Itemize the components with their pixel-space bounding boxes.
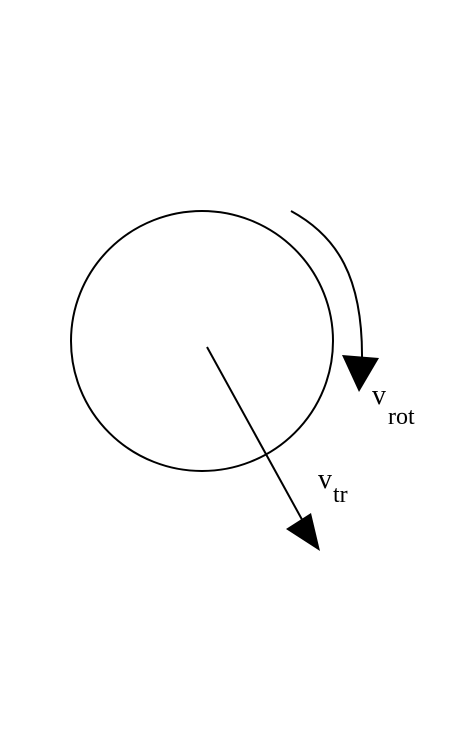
v-rot-symbol: v bbox=[372, 380, 386, 411]
translation-arrow-shaft bbox=[206, 346, 306, 526]
wheel-circle bbox=[70, 210, 334, 472]
rotation-arrowhead bbox=[342, 355, 379, 392]
v-rot-subscript: rot bbox=[388, 404, 415, 430]
rotation-arc bbox=[290, 210, 364, 361]
v-tr-subscript: tr bbox=[333, 482, 348, 508]
v-rot-label: v rot bbox=[372, 380, 415, 430]
v-tr-label: v tr bbox=[318, 464, 348, 508]
translation-arrowhead bbox=[286, 513, 320, 551]
v-tr-symbol: v bbox=[318, 464, 332, 495]
